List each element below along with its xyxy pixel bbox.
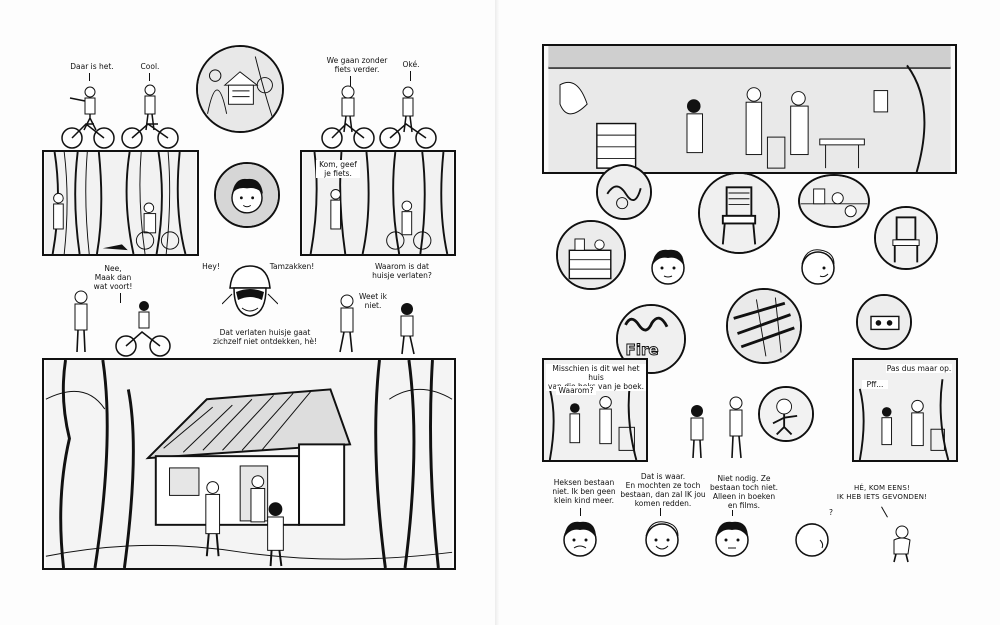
speech-balloon: Daar is het. — [70, 62, 114, 71]
boy-on-bike — [378, 84, 440, 150]
inset-graffiti-circle — [596, 164, 652, 220]
boy-on-bike-pointing — [58, 80, 118, 150]
inset-shelf-circle — [798, 174, 870, 228]
boy-standing — [336, 294, 358, 356]
boy-standing — [70, 290, 92, 356]
face-boy-dark-hair — [558, 516, 602, 560]
question-mark: ? — [829, 508, 833, 517]
speech-balloon: Waarom? — [556, 386, 596, 395]
left-page: Daar is het. Cool. We gaan zonder fiets … — [42, 45, 456, 570]
speech-balloon: Kom, geef je fiets. — [316, 160, 360, 178]
boy-with-bike — [114, 300, 172, 358]
boy-standing — [686, 404, 708, 460]
speech-balloon: Pff... — [862, 380, 888, 389]
speech-balloon: We gaan zonder fiets verder. — [326, 56, 388, 74]
face-boy-dark-hair — [646, 244, 690, 288]
inset-box-circle — [856, 294, 912, 350]
speech-balloon: Cool. — [140, 62, 160, 71]
panel-house-interior — [542, 44, 957, 174]
balloon-tail — [120, 293, 121, 303]
face-closeup-circle — [214, 162, 280, 228]
speech-balloon: Niet nodig. Ze bestaan toch niet. Alleen… — [709, 474, 779, 510]
panel-abandoned-house — [42, 358, 456, 570]
inset-chair-circle — [698, 172, 780, 254]
balloon-tail — [410, 71, 411, 81]
speech-balloon: Oké. — [402, 60, 420, 69]
shout-balloon: HÉ, KOM EENS! IK HEB IETS GEVONDEN! — [836, 484, 928, 501]
speech-balloon: Dat verlaten huisje gaat zichzelf niet o… — [213, 328, 317, 346]
older-boy-crouching — [888, 524, 914, 564]
speech-balloon: Waarom is dat huisje verlaten? — [372, 262, 432, 280]
face-boy-dark-hair — [710, 516, 754, 560]
inset-house-circle — [196, 45, 284, 133]
balloon-tail — [881, 506, 888, 518]
boy-standing — [724, 396, 748, 460]
inset-doll-circle — [758, 386, 814, 442]
speech-balloon: Pas dus maar op. — [886, 364, 952, 373]
speech-balloon: Tamzakken! — [269, 262, 315, 271]
face-boy-light-hair — [796, 244, 840, 288]
boy-standing — [396, 302, 418, 358]
speech-balloon: Nee, Maak dan wat voort! — [93, 264, 133, 291]
balloon-tail — [732, 510, 733, 516]
speech-balloon: Hey! — [202, 262, 220, 271]
boy-on-bike — [118, 82, 182, 150]
older-boy-helmet-closeup — [221, 264, 279, 324]
inset-dresser-circle — [556, 220, 626, 290]
balloon-tail — [660, 508, 661, 516]
face-boy-light-hair — [640, 516, 684, 560]
speech-balloon: Weet ik niet. — [359, 292, 387, 310]
speech-balloon: Dat is waar. En mochten ze toch bestaan,… — [620, 472, 706, 508]
panel-interior-talk-right — [852, 358, 958, 462]
right-page: Fire Misschien is dit wel het huis van d… — [500, 0, 1000, 625]
panel-forest-handover — [300, 150, 456, 256]
face-boy-light-hair-turning — [790, 516, 834, 560]
graffiti-text: Fire — [626, 341, 659, 359]
balloon-tail — [89, 73, 90, 81]
balloon-tail — [350, 76, 351, 86]
balloon-tail — [580, 508, 581, 516]
balloon-tail — [149, 73, 150, 81]
inset-broken-planks-circle — [726, 288, 802, 364]
speech-balloon: Heksen bestaan niet. Ik ben geen klein k… — [552, 478, 616, 505]
boy-on-bike-helmet — [320, 84, 376, 150]
panel-forest-bikes — [42, 150, 199, 256]
inset-chair-2-circle — [874, 206, 938, 270]
